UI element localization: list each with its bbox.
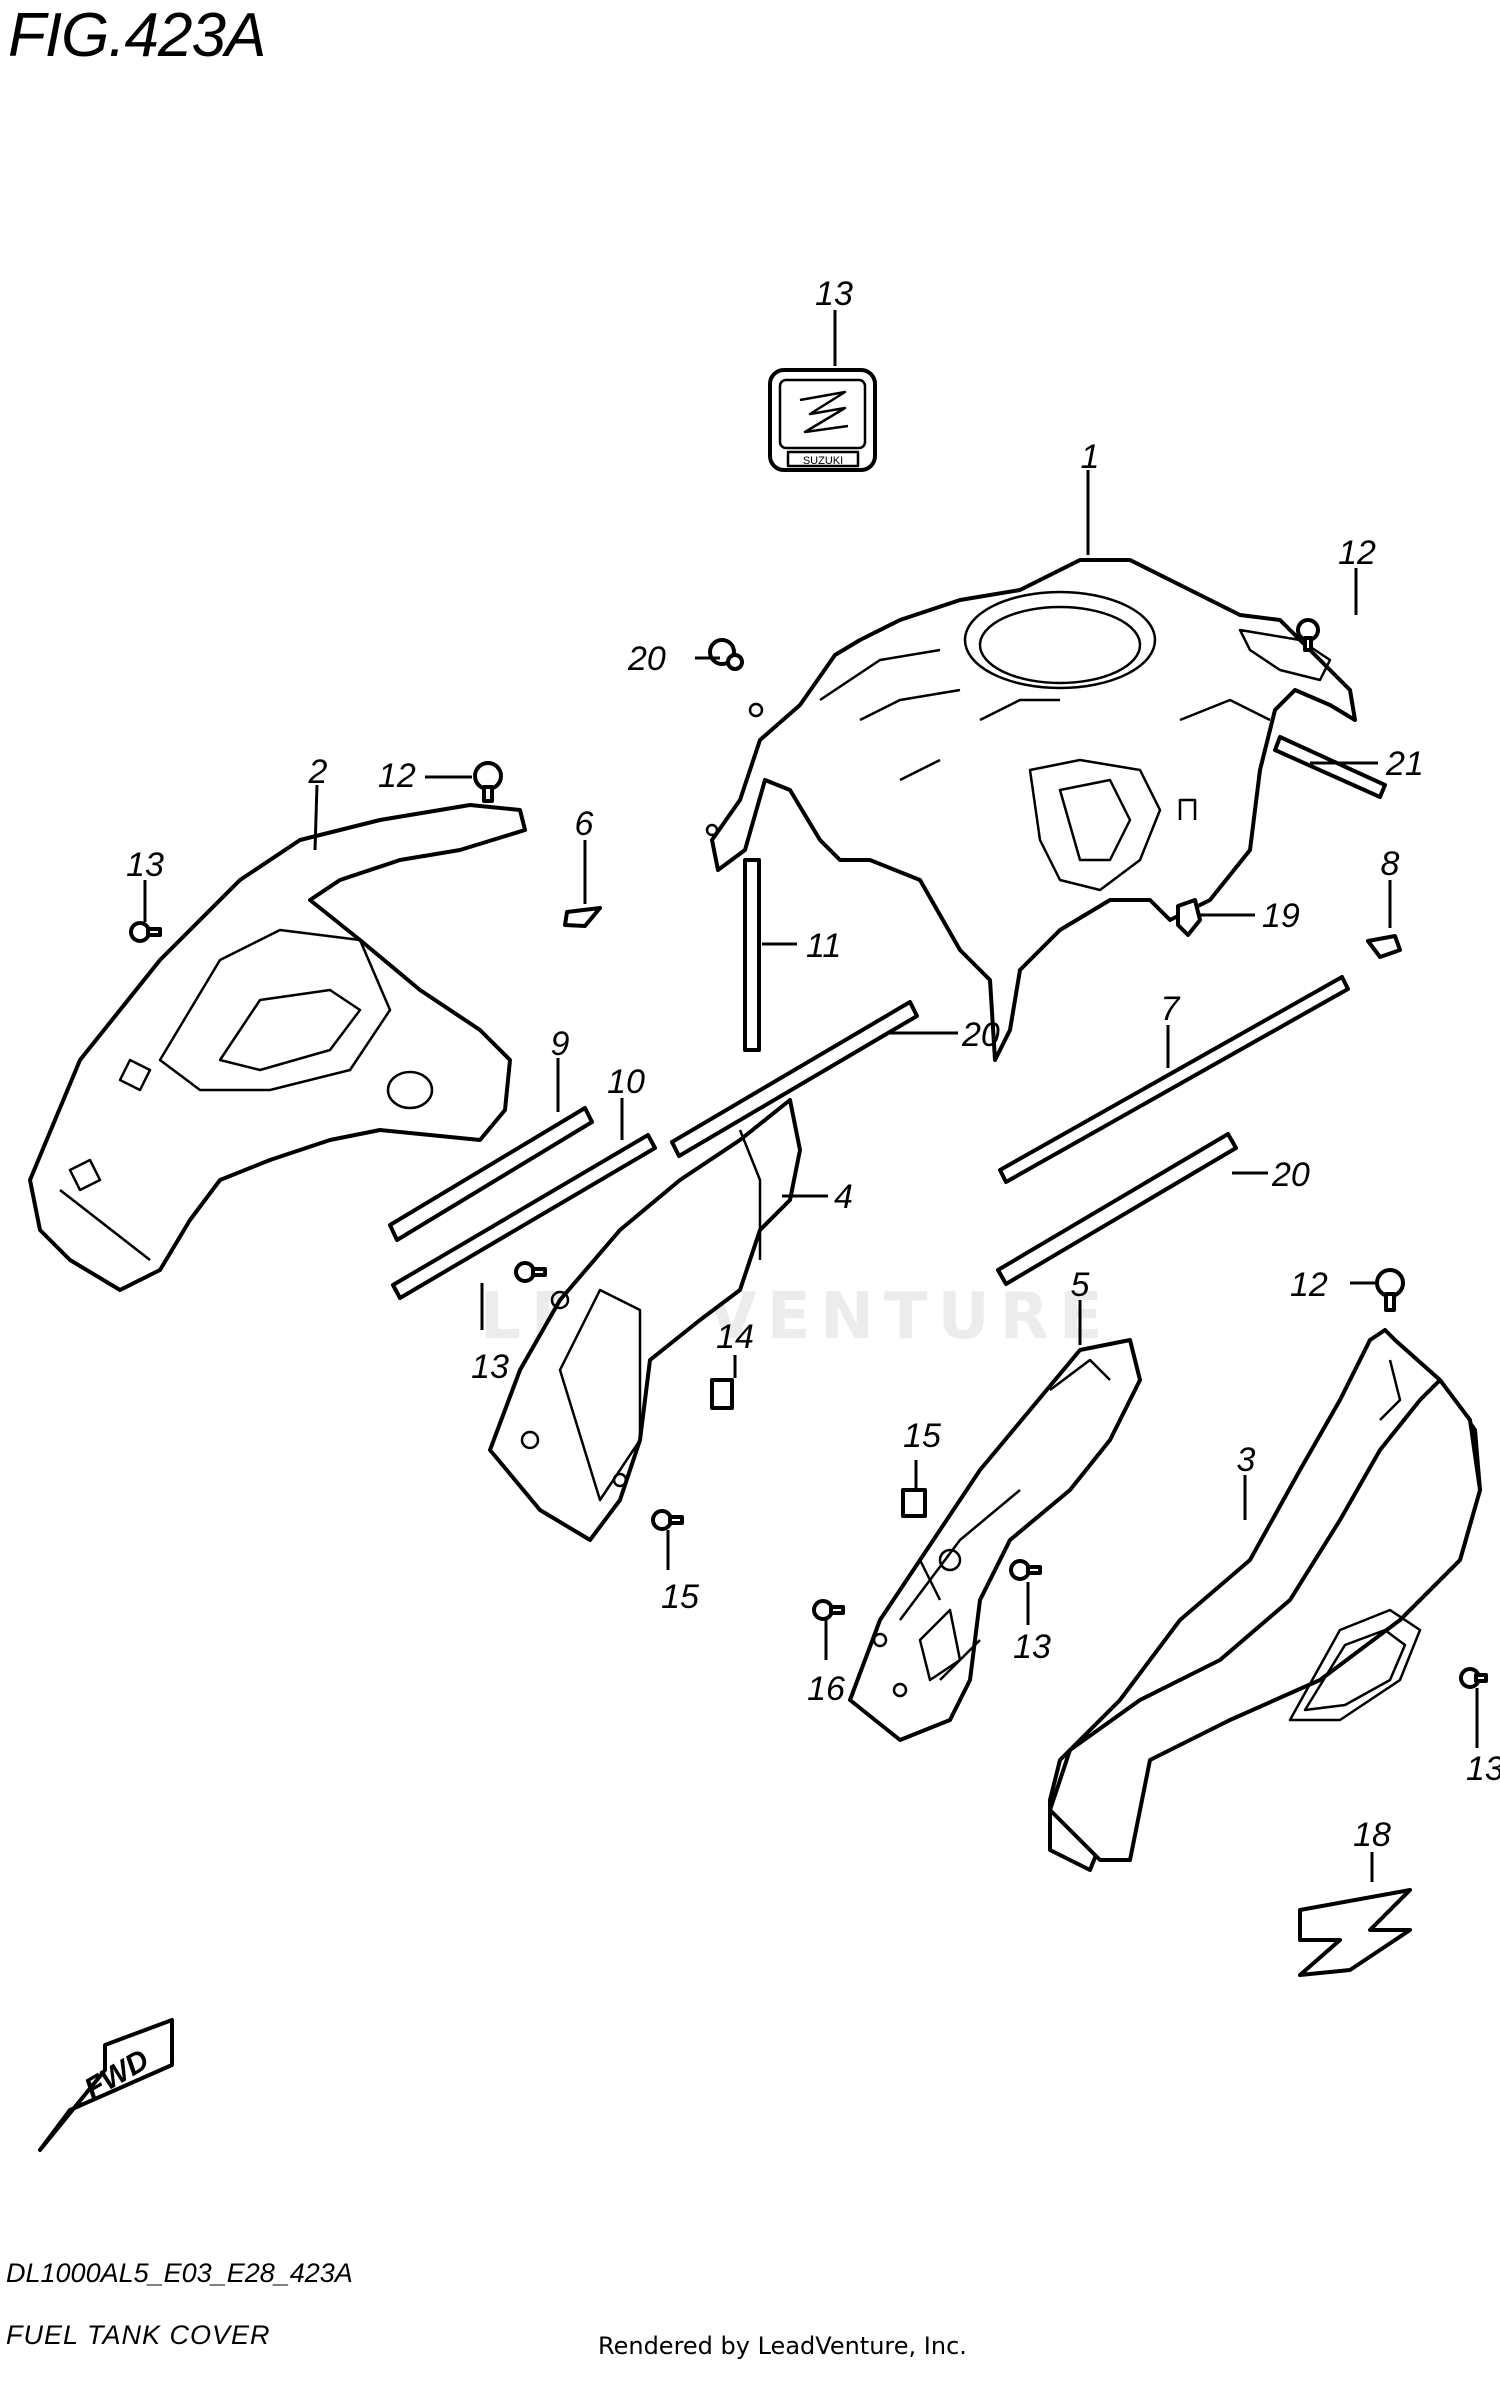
part-13-screw-center[interactable] <box>1009 1559 1042 1581</box>
callout-2[interactable]: 2 <box>308 753 328 791</box>
part-15-bolt-center[interactable] <box>812 1599 845 1621</box>
fwd-arrow: FWD <box>38 2018 174 2152</box>
part-13-screw-mid-left[interactable] <box>514 1261 547 1283</box>
callout-13-center[interactable]: 13 <box>1013 1628 1051 1666</box>
diagram-name: FUEL TANK COVER <box>6 2320 271 2350</box>
callout-8[interactable]: 8 <box>1381 845 1400 883</box>
callout-4[interactable]: 4 <box>834 1178 853 1216</box>
part-3-right-upper-cover[interactable] <box>1048 1328 1482 1872</box>
part-19-fastener[interactable] <box>708 638 744 671</box>
callout-14-left[interactable]: 14 <box>716 1318 754 1356</box>
callout-12-left[interactable]: 12 <box>378 757 416 795</box>
part-1-tank-cover[interactable] <box>705 558 1357 1062</box>
part-14-clip-left[interactable] <box>710 1378 734 1410</box>
part-16-emblem[interactable]: SUZUKI <box>768 368 877 472</box>
callout-21[interactable]: 21 <box>1385 745 1424 783</box>
callout-18[interactable]: 18 <box>1353 1816 1391 1854</box>
callout-3[interactable]: 3 <box>1237 1441 1256 1479</box>
emblem-text: SUZUKI <box>803 455 843 467</box>
callout-10[interactable]: 10 <box>607 1063 645 1101</box>
callout-17[interactable]: 19 <box>1262 897 1300 935</box>
part-13-screw-far-right[interactable] <box>1459 1667 1488 1689</box>
callout-15-left[interactable]: 15 <box>661 1578 699 1616</box>
part-12-screw-top-right[interactable] <box>1296 618 1320 652</box>
model-code: DL1000AL5_E03_E28_423A <box>6 2258 353 2288</box>
part-13-screw-far-left[interactable] <box>129 921 162 943</box>
callout-9[interactable]: 9 <box>551 1025 570 1063</box>
callout-14-right[interactable]: 15 <box>903 1417 941 1455</box>
callout-1[interactable]: 1 <box>1081 438 1100 476</box>
callout-5[interactable]: 5 <box>1071 1266 1090 1304</box>
render-credit: Rendered by LeadVenture, Inc. <box>598 2332 967 2360</box>
figure-title: FIG.423A <box>8 1 266 70</box>
callout-19[interactable]: 20 <box>627 640 666 678</box>
part-7-strip[interactable] <box>998 975 1350 1184</box>
callout-12-right[interactable]: 12 <box>1290 1266 1328 1304</box>
part-20-strip-upper[interactable] <box>670 1000 919 1158</box>
callout-12-top[interactable]: 12 <box>1338 534 1376 572</box>
callout-6[interactable]: 6 <box>575 805 594 843</box>
part-2-left-upper-cover[interactable] <box>28 803 527 1292</box>
callouts: 13 1 12 20 21 12 2 13 6 8 11 19 9 10 20 … <box>126 275 1500 1854</box>
fasteners <box>129 618 1488 1689</box>
part-9-strip[interactable] <box>388 1106 594 1242</box>
pads <box>563 906 1402 959</box>
callout-20-lower[interactable]: 20 <box>1271 1156 1310 1194</box>
seal-strips <box>388 735 1387 1300</box>
callout-11[interactable]: 11 <box>806 927 841 965</box>
part-21-strip[interactable] <box>1273 735 1387 799</box>
part-8-pad[interactable] <box>1366 934 1402 959</box>
callout-16[interactable]: 13 <box>815 275 853 313</box>
part-11-strip[interactable] <box>743 858 761 1052</box>
callout-7[interactable]: 7 <box>1161 990 1181 1028</box>
part-12-screw-right[interactable] <box>1375 1268 1405 1312</box>
callout-13-mid-left[interactable]: 13 <box>471 1348 509 1386</box>
part-14-clip-right[interactable] <box>901 1488 927 1518</box>
part-18-decal[interactable] <box>1298 1888 1412 1977</box>
part-15-bolt-left[interactable] <box>651 1509 684 1531</box>
callout-13-far-left[interactable]: 13 <box>126 846 164 884</box>
callout-13-far-right[interactable]: 13 <box>1466 1750 1500 1788</box>
part-12-screw-left[interactable] <box>473 761 503 803</box>
part-17-clip[interactable] <box>1176 898 1202 937</box>
part-10-strip[interactable] <box>391 1133 657 1300</box>
callout-15-center[interactable]: 16 <box>807 1670 845 1708</box>
leader-lines <box>143 310 1479 1882</box>
part-5-right-inner-panel[interactable] <box>848 1338 1142 1742</box>
callout-20-upper[interactable]: 20 <box>961 1016 1000 1054</box>
part-4-left-inner-panel[interactable] <box>488 1098 802 1542</box>
part-20-strip-lower[interactable] <box>996 1132 1238 1286</box>
part-6-pad[interactable] <box>563 906 602 928</box>
